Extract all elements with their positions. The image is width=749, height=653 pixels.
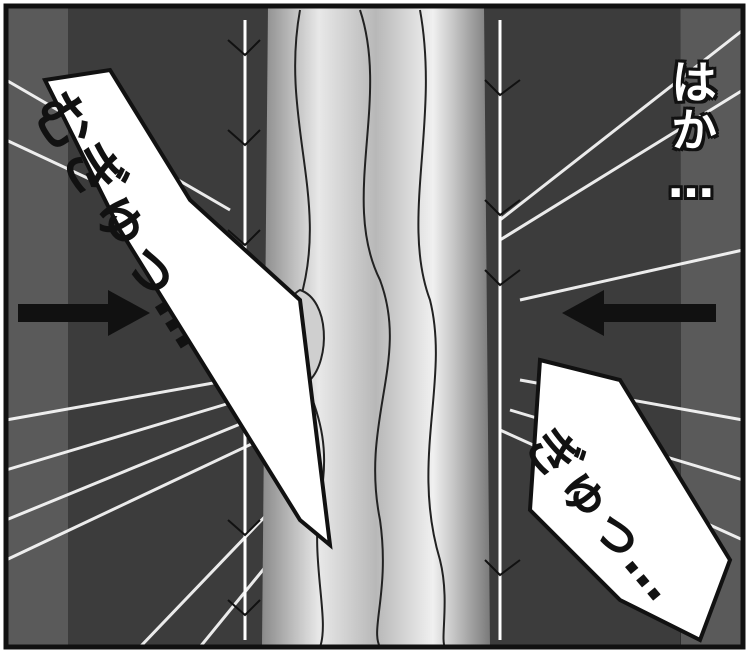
panel-border	[3, 3, 746, 650]
arrow-left-icon	[562, 290, 716, 336]
sfx-bubble-right	[527, 357, 733, 643]
left-pillar	[6, 6, 68, 647]
dialogue-text: はか…	[664, 58, 718, 210]
arrow-right-icon	[18, 290, 150, 336]
sfx-bubble-left	[41, 67, 333, 550]
vibration-ticks	[227, 39, 521, 617]
